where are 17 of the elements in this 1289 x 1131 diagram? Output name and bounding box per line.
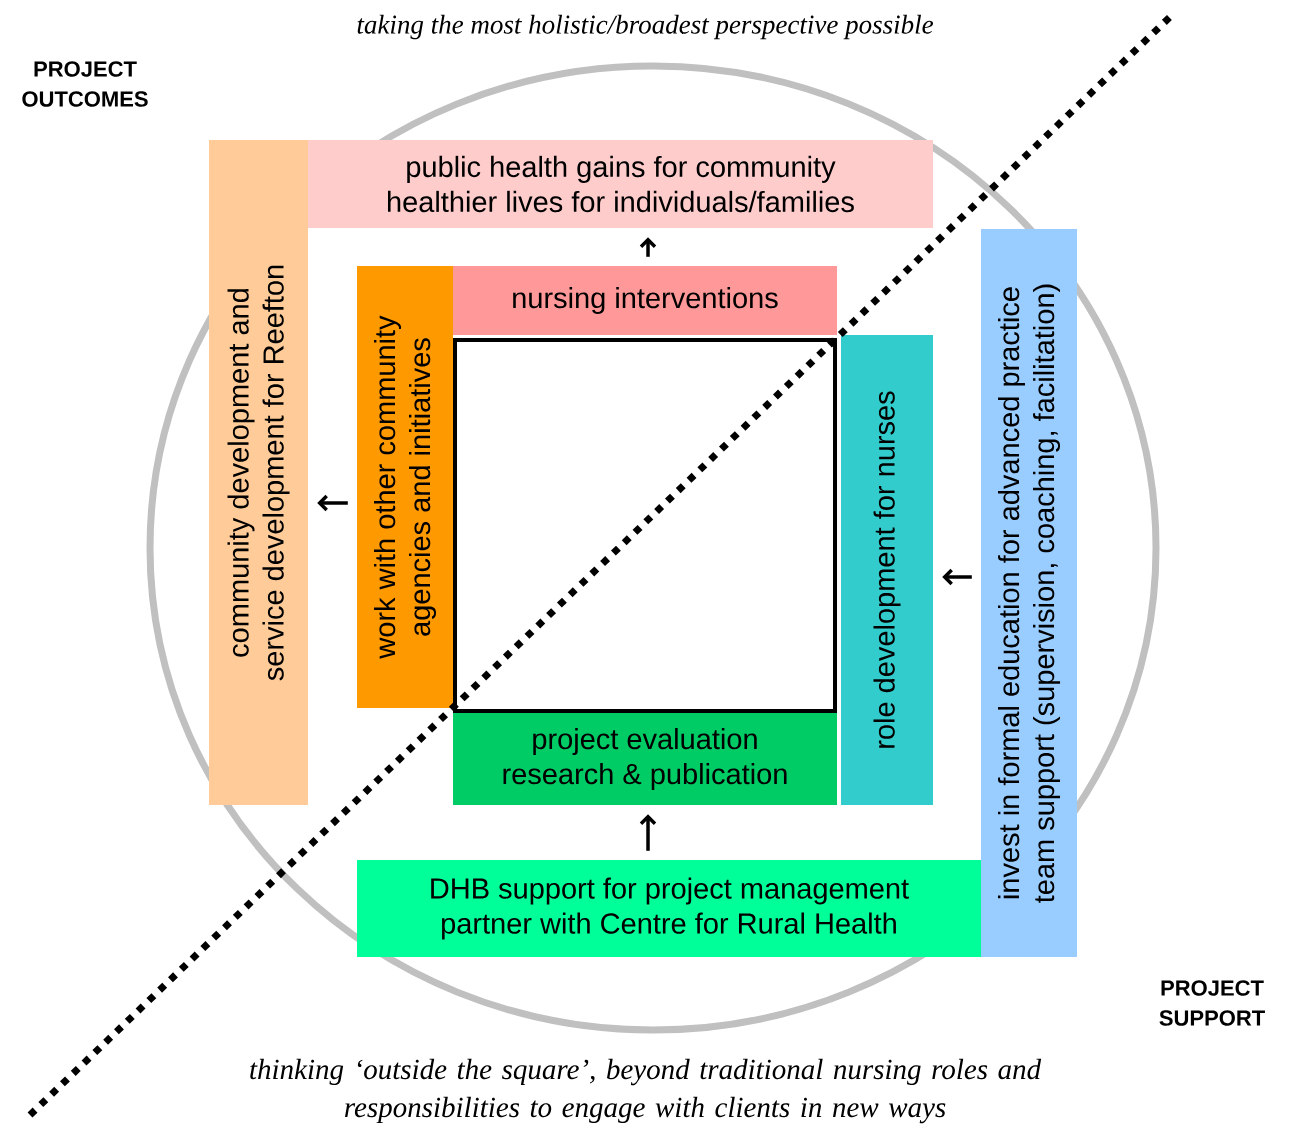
label-bar: community development and service development for Reefton xyxy=(209,140,308,805)
label-box: project evaluation research & publication xyxy=(453,713,837,805)
central-square xyxy=(453,338,837,713)
corner-label: PROJECT OUTCOMES xyxy=(22,61,148,107)
caption: thinking ‘outside the square’, beyond traditional nursing roles and responsibilities to engage with clients in new ways xyxy=(250,1058,1042,1124)
arrow xyxy=(942,568,972,586)
label-bar: work with other community agencies and initiatives xyxy=(357,266,453,708)
corner-label: PROJECT SUPPORT xyxy=(1159,980,1265,1026)
label-box: nursing interventions xyxy=(453,266,837,335)
heading: taking the most holistic/broadest perspective possible xyxy=(357,14,934,40)
label-box: DHB support for project management partner with Centre for Rural Health xyxy=(357,860,981,957)
label-bar: role development for nurses xyxy=(841,335,933,805)
label-box: public health gains for community healthier lives for individuals/families xyxy=(308,140,933,228)
arrow xyxy=(639,814,657,851)
arrow xyxy=(639,237,657,257)
arrow xyxy=(317,494,348,512)
label-bar: invest in formal education for advanced practice team support (supervision, coaching, facilitation) xyxy=(981,229,1077,957)
